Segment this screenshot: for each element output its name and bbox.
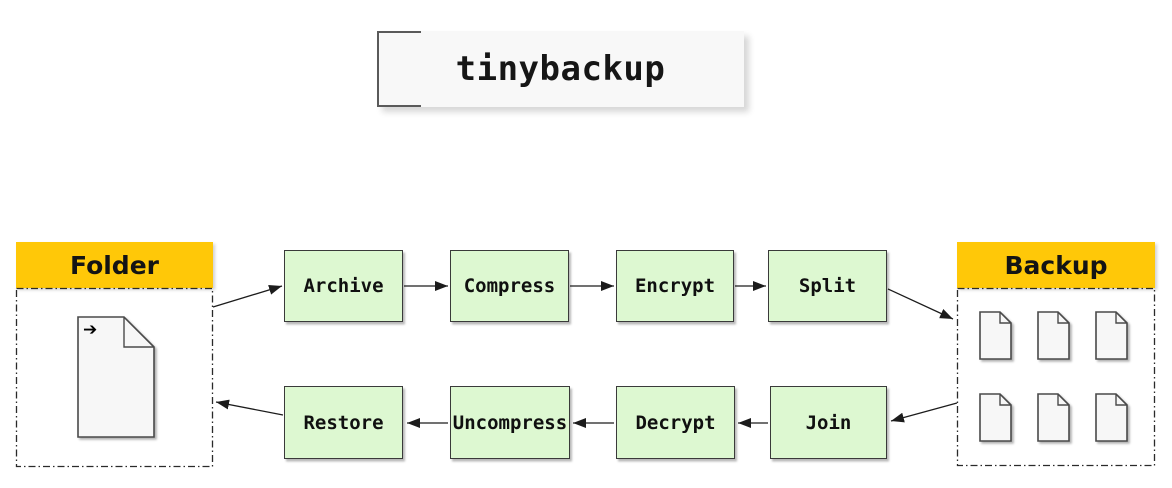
node-uncompress: Uncompress	[450, 386, 570, 459]
folder-group-header: Folder	[16, 242, 213, 288]
node-split-label: Split	[798, 275, 857, 297]
arrow-split-to-backup	[887, 288, 954, 320]
document-icon	[1095, 393, 1128, 442]
document-arrow-icon: ➔	[83, 320, 97, 340]
folder-group-label: Folder	[70, 250, 159, 280]
arrow-backup-to-join	[890, 402, 958, 423]
node-join-label: Join	[805, 411, 852, 434]
node-uncompress-label: Uncompress	[452, 411, 568, 434]
folder-group-body: ➔	[16, 288, 213, 467]
backup-group-label: Backup	[1004, 250, 1108, 280]
node-compress: Compress	[450, 250, 569, 322]
node-split: Split	[768, 250, 887, 322]
backup-file-icon	[979, 393, 1012, 442]
document-icon: ➔	[77, 316, 155, 438]
backup-files-grid	[979, 311, 1128, 442]
node-encrypt: Encrypt	[616, 250, 734, 322]
node-decrypt: Decrypt	[616, 386, 735, 459]
backup-group-header: Backup	[957, 242, 1155, 288]
document-icon	[1095, 311, 1128, 360]
node-restore-label: Restore	[303, 411, 384, 434]
page-title: tinybackup	[455, 49, 666, 89]
node-archive-label: Archive	[303, 275, 384, 297]
document-icon	[979, 393, 1012, 442]
backup-group-body	[957, 288, 1155, 466]
node-restore: Restore	[284, 386, 403, 459]
backup-file-icon	[1095, 393, 1128, 442]
backup-file-icon	[1037, 393, 1070, 442]
document-icon	[979, 311, 1012, 360]
backup-file-icon	[1095, 311, 1128, 360]
title-box: tinybackup	[377, 31, 744, 107]
node-encrypt-label: Encrypt	[634, 275, 716, 297]
backup-file-icon	[979, 311, 1012, 360]
node-join: Join	[770, 386, 887, 459]
node-archive: Archive	[284, 250, 403, 322]
backup-file-icon	[1037, 311, 1070, 360]
document-icon	[1037, 393, 1070, 442]
document-icon	[1037, 311, 1070, 360]
source-file-icon: ➔	[77, 316, 155, 438]
arrow-folder-to-archive	[212, 285, 283, 308]
node-decrypt-label: Decrypt	[635, 411, 716, 434]
node-compress-label: Compress	[463, 275, 556, 297]
arrow-restore-to-folder	[215, 399, 284, 416]
